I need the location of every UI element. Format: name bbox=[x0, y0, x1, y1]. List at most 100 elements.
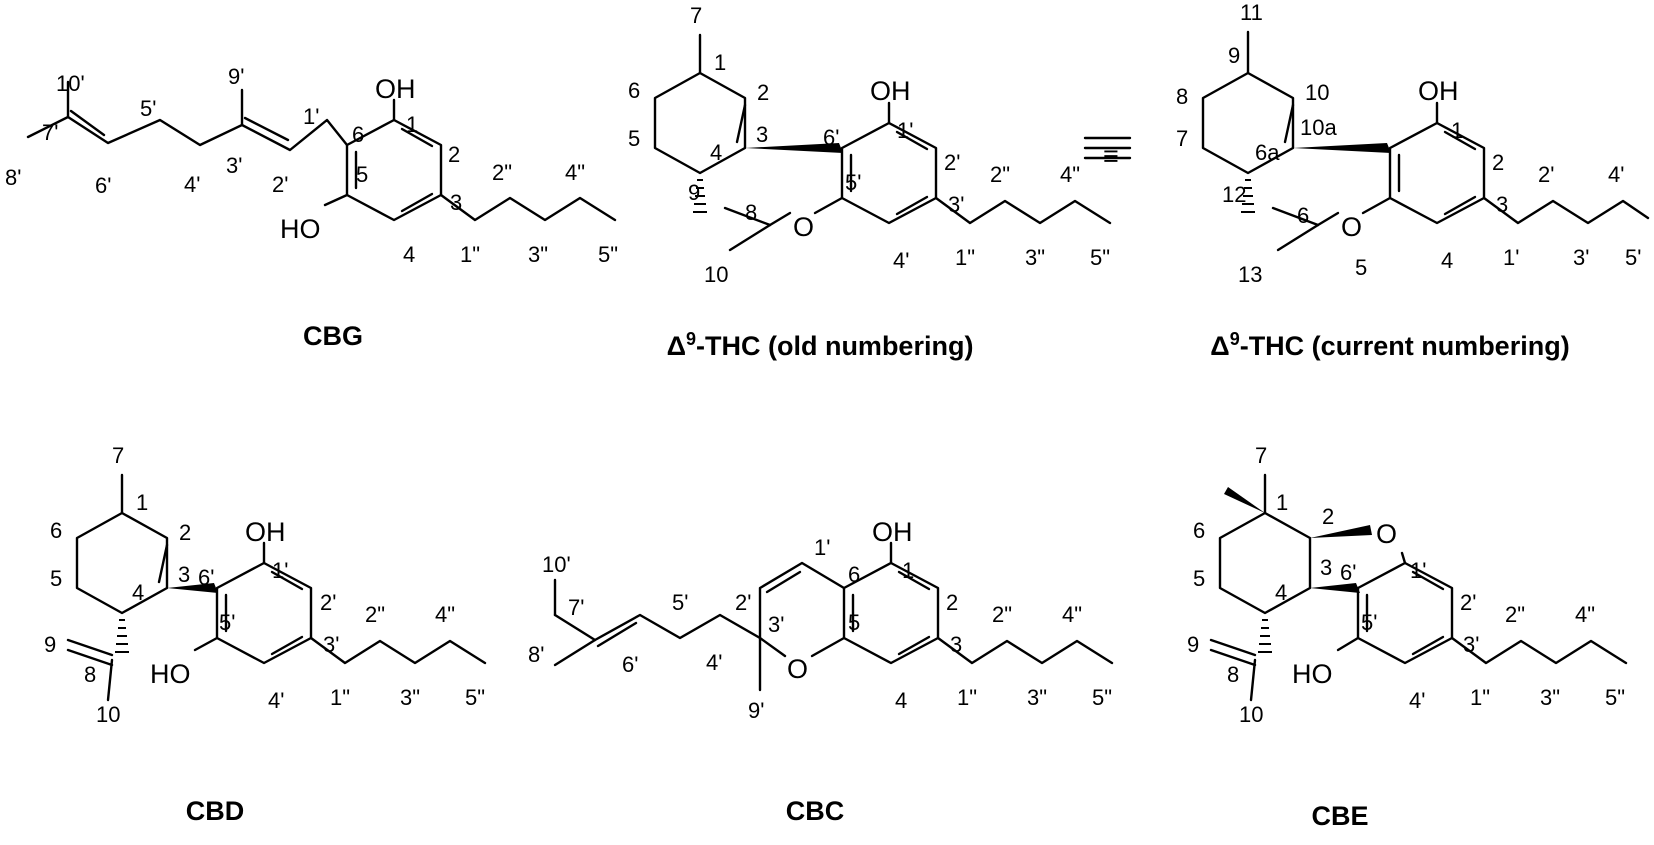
thc-old-delta: Δ bbox=[667, 331, 686, 361]
equivalence-symbol: ≡ bbox=[1103, 141, 1119, 171]
cbg-locant-3pp: 3" bbox=[528, 242, 548, 267]
structure-cbc bbox=[553, 541, 1114, 692]
cbc-locant-3: 3 bbox=[950, 632, 962, 657]
thc-old-oh-label: OH bbox=[870, 76, 911, 106]
cbe-locants: 1 2 3 4 5 6 7 8 9 10 1' 2' 3' 4' 5' 6' 1… bbox=[1187, 443, 1625, 727]
cbg-locant-9p: 9' bbox=[228, 64, 244, 89]
cbd-locant-1: 1 bbox=[136, 490, 148, 515]
thc-old-locant-5pp: 5" bbox=[1090, 245, 1110, 270]
cbg-oh-label: OH bbox=[375, 74, 416, 104]
thc-current-caption-text: -THC (current numbering) bbox=[1240, 331, 1570, 361]
thc-current-hashed-bond bbox=[1241, 179, 1255, 213]
thc-current-locant-6: 6 bbox=[1297, 203, 1309, 228]
cbc-atom-labels: OH O bbox=[787, 517, 913, 684]
thc-old-locant-5p: 5' bbox=[845, 170, 861, 195]
cbc-locant-8p: 8' bbox=[528, 642, 544, 667]
cbg-locant-5: 5 bbox=[356, 162, 368, 187]
thc-old-locant-3p: 3' bbox=[948, 192, 964, 217]
thc-current-locant-3: 3 bbox=[1496, 192, 1508, 217]
thc-old-locant-6p: 6' bbox=[823, 125, 839, 150]
structure-cbe bbox=[1209, 473, 1628, 702]
cbc-locant-5: 5 bbox=[848, 610, 860, 635]
thc-old-locant-9: 9 bbox=[688, 180, 700, 205]
cbd-hashed-bond bbox=[115, 619, 129, 653]
cbg-locant-7p: 7' bbox=[42, 120, 58, 145]
thc-old-locant-3: 3 bbox=[756, 122, 768, 147]
cbg-locant-6p: 6' bbox=[95, 173, 111, 198]
cbe-locant-5: 5 bbox=[1193, 566, 1205, 591]
structure-cbd bbox=[66, 473, 487, 702]
thc-old-atom-labels: OH O ≡ bbox=[793, 76, 1119, 242]
cbc-locant-3pp: 3" bbox=[1027, 685, 1047, 710]
thc-current-locant-13: 13 bbox=[1238, 262, 1262, 287]
cbd-locant-2: 2 bbox=[179, 520, 191, 545]
cbg-locant-2pp: 2" bbox=[492, 160, 512, 185]
cbg-locant-3p: 3' bbox=[226, 153, 242, 178]
cbd-locant-3pp: 3" bbox=[400, 685, 420, 710]
thc-old-locant-2pp: 2" bbox=[990, 162, 1010, 187]
cbc-locants: 1 1' 2 2' 3 3' 4 4' 5 5' 6 6' 7' 8' 9' 1… bbox=[528, 535, 1112, 723]
thc-old-hashed-bond bbox=[693, 179, 707, 213]
cbc-locant-4: 4 bbox=[895, 688, 907, 713]
thc-old-locant-2: 2 bbox=[757, 80, 769, 105]
thc-old-locant-10: 10 bbox=[704, 262, 728, 287]
thc-current-locant-4: 4 bbox=[1441, 248, 1453, 273]
cbg-locant-2p: 2' bbox=[272, 172, 288, 197]
cbg-locant-4pp: 4" bbox=[565, 160, 585, 185]
cbd-locant-6: 6 bbox=[50, 518, 62, 543]
thc-current-locant-4p: 4' bbox=[1608, 162, 1624, 187]
cbd-locant-10: 10 bbox=[96, 702, 120, 727]
cbe-locant-2: 2 bbox=[1322, 504, 1334, 529]
cbc-locant-3p: 3' bbox=[768, 612, 784, 637]
cbd-locant-3: 3 bbox=[178, 562, 190, 587]
cbc-locant-2p: 2' bbox=[735, 590, 751, 615]
thc-current-wedge-bond bbox=[1293, 143, 1391, 153]
caption-cbe: CBE bbox=[1311, 801, 1368, 831]
caption-thc-old: Δ9-THC (old numbering) bbox=[667, 329, 974, 361]
thc-current-locant-6a: 6a bbox=[1255, 140, 1280, 165]
cbc-locant-2pp: 2" bbox=[992, 602, 1012, 627]
cbe-atom-labels: O HO bbox=[1292, 519, 1397, 689]
thc-old-locant-5: 5 bbox=[628, 126, 640, 151]
cbe-locant-6: 6 bbox=[1193, 518, 1205, 543]
cbc-oh-label: OH bbox=[872, 517, 913, 547]
cbg-locant-1p: 1' bbox=[303, 104, 319, 129]
cbe-methyl-wedge bbox=[1224, 487, 1265, 513]
cbg-locant-5pp: 5" bbox=[598, 242, 618, 267]
cbg-locant-3: 3 bbox=[450, 190, 462, 215]
cbe-locant-2p: 2' bbox=[1460, 590, 1476, 615]
cbe-locant-3p: 3' bbox=[1463, 632, 1479, 657]
cbg-locant-6: 6 bbox=[352, 122, 364, 147]
structure-cbg bbox=[26, 80, 617, 222]
cbe-ho-label: HO bbox=[1292, 659, 1333, 689]
thc-current-locant-7: 7 bbox=[1176, 126, 1188, 151]
thc-old-locants: 1 2 3 4 5 6 7 8 9 10 1' 2' 3' 4' 5' 6' 1… bbox=[628, 3, 1110, 287]
cbd-atom-labels: OH HO bbox=[150, 517, 286, 689]
cbc-locant-5pp: 5" bbox=[1092, 685, 1112, 710]
cbd-locant-8: 8 bbox=[84, 662, 96, 687]
cbd-locant-5p: 5' bbox=[219, 610, 235, 635]
cbe-locant-3pp: 3" bbox=[1540, 685, 1560, 710]
cbe-locant-3: 3 bbox=[1320, 555, 1332, 580]
thc-current-delta: Δ bbox=[1210, 331, 1229, 361]
thc-current-locant-8: 8 bbox=[1176, 84, 1188, 109]
cbg-locant-4: 4 bbox=[403, 242, 415, 267]
thc-old-locant-1: 1 bbox=[714, 50, 726, 75]
thc-old-locant-7: 7 bbox=[690, 3, 702, 28]
thc-old-locant-1pp: 1" bbox=[955, 245, 975, 270]
cbe-locant-2pp: 2" bbox=[1505, 602, 1525, 627]
cbc-locant-6p: 6' bbox=[622, 652, 638, 677]
cbe-locant-4pp: 4" bbox=[1575, 602, 1595, 627]
cbe-locant-4: 4 bbox=[1275, 580, 1287, 605]
cbc-locant-4pp: 4" bbox=[1062, 602, 1082, 627]
cbd-locant-3p: 3' bbox=[323, 632, 339, 657]
thc-current-o-label: O bbox=[1341, 212, 1362, 242]
cbg-locant-8p: 8' bbox=[5, 165, 21, 190]
thc-old-locant-4: 4 bbox=[710, 140, 722, 165]
cbg-locant-5p: 5' bbox=[140, 96, 156, 121]
cbe-oxygen-wedge bbox=[1310, 525, 1372, 538]
cbg-locants: 1 2 3 4 5 6 1' 2' 3' 4' 5' 6' 7' 8' 9' 1… bbox=[5, 64, 618, 267]
cbc-locant-5p: 5' bbox=[672, 590, 688, 615]
thc-old-locant-3pp: 3" bbox=[1025, 245, 1045, 270]
